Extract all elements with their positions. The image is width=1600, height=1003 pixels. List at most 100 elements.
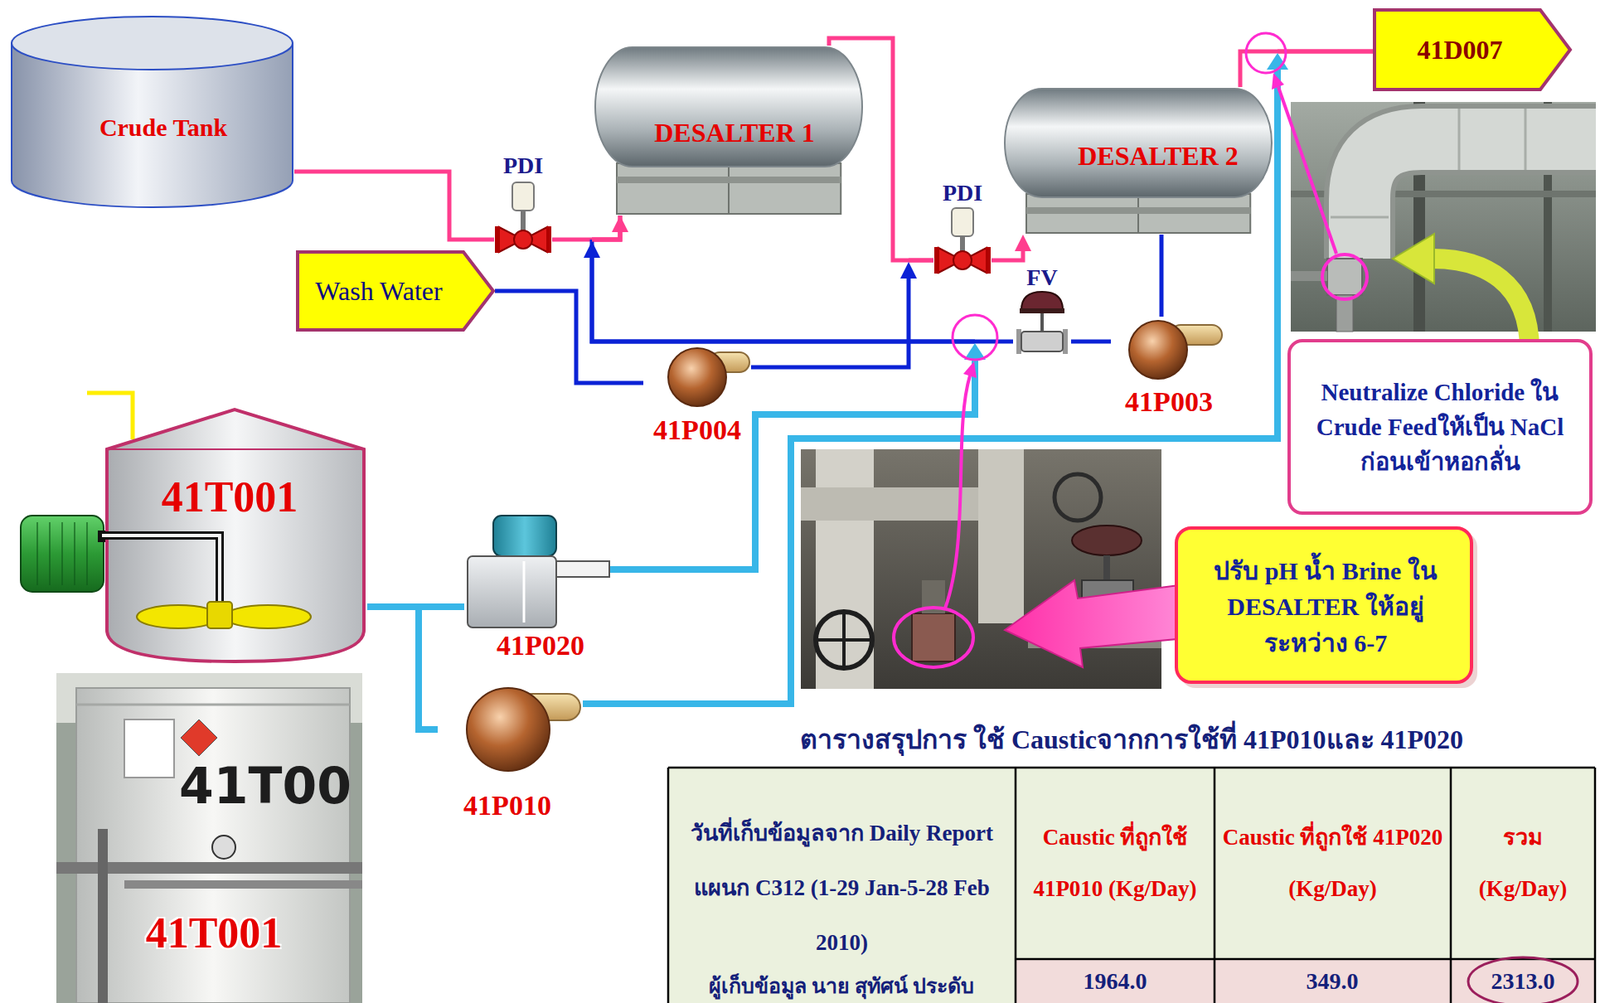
pump-outline-part bbox=[668, 348, 727, 407]
table-header-cell: Caustic ที่ถูกใช้ 41P020 (Kg/Day) bbox=[1221, 811, 1445, 915]
note-callout-outline-part bbox=[1176, 528, 1472, 683]
pdi-valve-outline-part bbox=[520, 210, 526, 232]
caustic-tank-outline-part bbox=[101, 535, 220, 606]
desalter-vessel-outline-part bbox=[595, 47, 863, 167]
pipe-line bbox=[367, 606, 438, 730]
node-label: DESALTER 2 bbox=[1077, 140, 1239, 172]
table-header-cell: รวม (Kg/Day) bbox=[1457, 811, 1589, 915]
pipe-line bbox=[552, 223, 621, 240]
control-valve-outline-part bbox=[1040, 313, 1044, 332]
pipe-line bbox=[494, 290, 644, 384]
caustic-tank-photo-part bbox=[212, 835, 236, 859]
pipe-line bbox=[591, 215, 621, 240]
pipe-line bbox=[908, 258, 934, 263]
pump: 41P003 bbox=[1110, 316, 1227, 420]
crude-tank: Crude Tank bbox=[9, 14, 295, 209]
control-valve-outline-part bbox=[1021, 291, 1063, 311]
pipe-photo-part bbox=[1359, 139, 1596, 259]
pipe-connector bbox=[1240, 51, 1373, 88]
injection-ring bbox=[1246, 33, 1286, 73]
pdi-valve-outline-part bbox=[951, 208, 974, 237]
valve-photo-part bbox=[911, 613, 956, 662]
pump: 41P004 bbox=[643, 344, 752, 449]
caustic-tank-photo-part bbox=[124, 719, 175, 778]
pipe-line bbox=[1277, 49, 1373, 54]
block-arrow bbox=[1392, 233, 1435, 284]
pump: 41P010 bbox=[437, 683, 583, 825]
pdi-valve-outline-part bbox=[985, 247, 991, 274]
control-valve-outline-part bbox=[1021, 331, 1063, 352]
caustic-tank-photo-part bbox=[76, 688, 350, 1003]
injection-ring bbox=[952, 315, 998, 360]
control-valve-outline-part bbox=[1019, 308, 1065, 314]
pipe-connector bbox=[991, 234, 1032, 261]
node-label: DESALTER 1 bbox=[654, 117, 815, 149]
table-header-cell: วันที่เก็บข้อมูลจาก Daily Report แผนก C3… bbox=[676, 805, 1008, 970]
pdi-valve-outline-part bbox=[960, 236, 965, 253]
caustic-tank-outline bbox=[101, 407, 368, 664]
valve-photo bbox=[800, 449, 1162, 689]
node-label: ปรับ pH น้ำ Brine ใน DESALTER ให้อยู่ ระ… bbox=[1198, 552, 1453, 662]
crude-tank-outline bbox=[9, 14, 295, 209]
table-value: 2313.0 bbox=[1491, 968, 1556, 995]
caustic-tank-outline-part bbox=[207, 601, 233, 629]
node-label: Wash Water bbox=[315, 276, 442, 307]
leader-line bbox=[1278, 87, 1337, 254]
summary-table-grid-part bbox=[668, 767, 1596, 960]
caustic-tank-photo bbox=[56, 673, 363, 1003]
valve-photo-part bbox=[815, 611, 873, 669]
valve-photo-part bbox=[815, 449, 874, 689]
pipe-line bbox=[591, 215, 621, 240]
pipe-photo-part bbox=[1290, 101, 1596, 332]
pipe-connector bbox=[583, 215, 1014, 342]
valve-photo-part bbox=[1071, 525, 1142, 556]
metering-pump-outline-part bbox=[493, 515, 557, 557]
crude-tank-outline-part bbox=[11, 16, 293, 70]
caustic-tank-photo-part bbox=[97, 829, 108, 1003]
node-label: FV bbox=[1026, 264, 1057, 291]
offpage-connector-outline-part bbox=[1374, 9, 1571, 90]
desalter-vessel-outline-part bbox=[616, 176, 841, 184]
summary-table-grid-part bbox=[668, 959, 1016, 1003]
pipe-line bbox=[751, 270, 909, 368]
pipe-connector bbox=[494, 290, 644, 384]
valve-photo-part bbox=[978, 449, 1024, 624]
pipe-line bbox=[1159, 234, 1164, 317]
node-label: 41P003 bbox=[1124, 385, 1213, 418]
pipe-photo-part bbox=[1330, 108, 1526, 218]
leader-head bbox=[1271, 72, 1285, 90]
pipe-photo-part bbox=[1359, 139, 1596, 259]
caustic-tank-outline-part bbox=[106, 448, 364, 451]
offpage-connector: Wash Water bbox=[295, 250, 495, 332]
desalter-vessel-outline-part bbox=[1026, 207, 1251, 214]
caustic-tank-outline-part bbox=[101, 535, 220, 606]
node-label: PDI bbox=[503, 152, 544, 180]
pipe-line bbox=[1071, 339, 1111, 345]
note-callout-outline-part bbox=[1289, 340, 1591, 514]
table-header-cell: Caustic ที่ถูกใช้ 41P010 (Kg/Day) bbox=[1022, 811, 1208, 915]
agitator-motor bbox=[20, 515, 107, 592]
desalter-vessel: DESALTER 2 bbox=[1004, 87, 1272, 235]
pdi-valve-outline-part bbox=[934, 247, 940, 274]
metering-pump: 41P020 bbox=[464, 509, 610, 664]
summary-table-grid-part bbox=[668, 767, 1596, 1003]
table-value: 1964.0 bbox=[1083, 968, 1148, 995]
valve-photo-part bbox=[815, 611, 873, 669]
desalter-vessel-outline-part bbox=[616, 163, 729, 214]
pipe-connector bbox=[751, 260, 934, 368]
pipe-connector bbox=[367, 606, 438, 730]
vent-line bbox=[87, 392, 133, 440]
offpage-connector-outline-part bbox=[297, 252, 494, 330]
pdi-valve-outline-part bbox=[546, 226, 552, 253]
pipe-connector bbox=[1161, 234, 1163, 317]
node-label: 41P020 bbox=[496, 629, 585, 662]
desalter-vessel-outline-part bbox=[1004, 88, 1272, 198]
arrow-head bbox=[900, 261, 917, 279]
node-label: Neutralize Chloride ใน Crude Feedให้เป็น… bbox=[1308, 374, 1572, 480]
note-callout: ปรับ pH น้ำ Brine ใน DESALTER ให้อยู่ ระ… bbox=[1173, 525, 1478, 689]
node-label: PDI bbox=[942, 179, 983, 207]
caustic-tank-outline-part bbox=[224, 605, 311, 629]
node-label: Crude Tank bbox=[99, 113, 228, 143]
offpage-connector: 41D007 bbox=[1372, 8, 1572, 92]
